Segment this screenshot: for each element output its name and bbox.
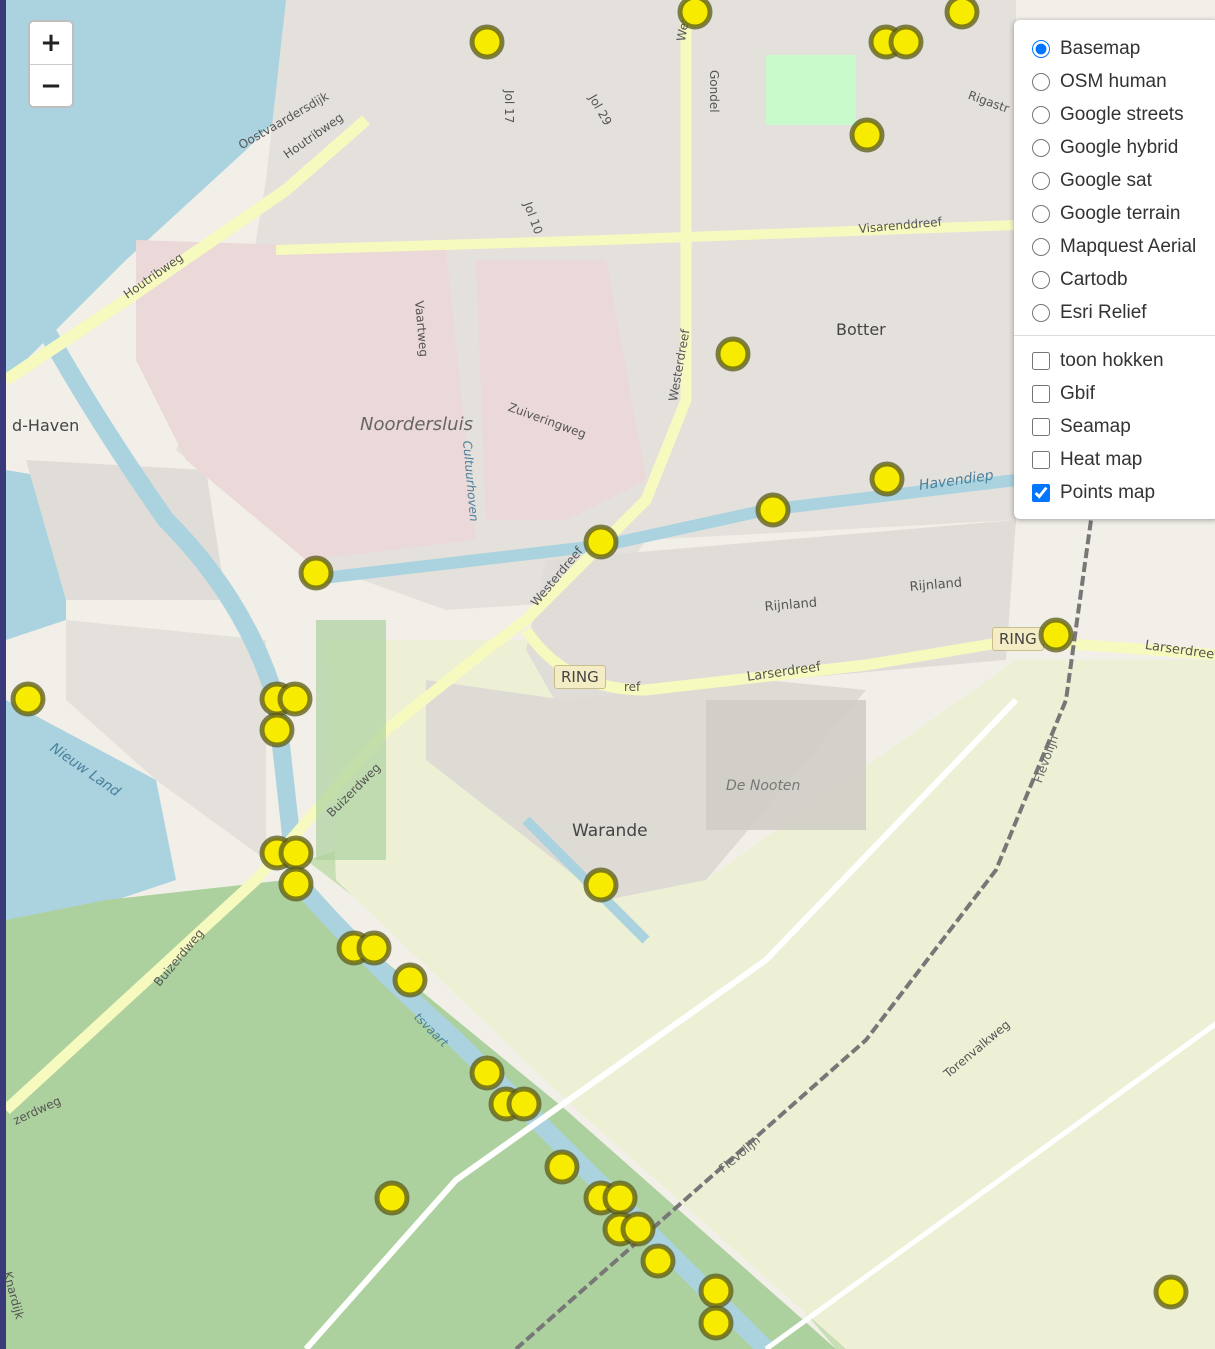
observation-point-marker[interactable] [506, 1086, 542, 1122]
ring-road-badge: RING [554, 665, 606, 689]
base-layer-radio[interactable] [1032, 39, 1050, 58]
base-layer-label: Cartodb [1060, 268, 1128, 290]
base-layer-radio[interactable] [1032, 237, 1050, 256]
observation-point-marker[interactable] [677, 0, 713, 30]
observation-point-marker[interactable] [755, 492, 791, 528]
base-layer-radio[interactable] [1032, 105, 1050, 124]
observation-point-marker[interactable] [715, 336, 751, 372]
map-label-de-nooten: De Nooten [726, 778, 801, 794]
map-label-noordersluis: Noordersluis [360, 414, 473, 435]
zoom-control: + − [28, 20, 74, 108]
observation-point-marker[interactable] [944, 0, 980, 30]
base-layer-radio[interactable] [1032, 138, 1050, 157]
observation-point-marker[interactable] [374, 1180, 410, 1216]
zoom-in-button[interactable]: + [30, 22, 72, 64]
base-layer-option[interactable]: Google terrain [1030, 197, 1215, 230]
base-layer-label: Esri Relief [1060, 301, 1147, 323]
base-layer-label: Google sat [1060, 169, 1152, 191]
base-layer-option[interactable]: OSM human [1030, 65, 1215, 98]
base-layer-option[interactable]: Esri Relief [1030, 296, 1215, 329]
base-layer-radio[interactable] [1032, 72, 1050, 91]
base-layer-radio[interactable] [1032, 303, 1050, 322]
base-layer-option[interactable]: Mapquest Aerial [1030, 230, 1215, 263]
base-layer-option[interactable]: Google sat [1030, 164, 1215, 197]
observation-point-marker[interactable] [698, 1305, 734, 1341]
observation-point-marker[interactable] [356, 930, 392, 966]
base-layer-radio[interactable] [1032, 204, 1050, 223]
overlay-label: toon hokken [1060, 349, 1164, 371]
observation-point-marker[interactable] [640, 1243, 676, 1279]
overlay-checkbox[interactable] [1032, 450, 1050, 469]
observation-point-marker[interactable] [392, 962, 428, 998]
base-layer-option[interactable]: Cartodb [1030, 263, 1215, 296]
observation-point-marker[interactable] [583, 524, 619, 560]
observation-point-marker[interactable] [277, 681, 313, 717]
overlay-option[interactable]: Gbif [1030, 377, 1215, 410]
observation-point-marker[interactable] [849, 117, 885, 153]
observation-point-marker[interactable] [888, 24, 924, 60]
observation-point-marker[interactable] [10, 681, 46, 717]
overlay-label: Points map [1060, 481, 1156, 503]
observation-point-marker[interactable] [278, 835, 314, 871]
overlay-checkbox[interactable] [1032, 417, 1050, 436]
observation-point-marker[interactable] [278, 866, 314, 902]
base-layer-label: Google hybrid [1060, 136, 1179, 158]
observation-point-marker[interactable] [1038, 617, 1074, 653]
map-label-botter: Botter [836, 320, 886, 339]
points-layer [10, 0, 1189, 1341]
overlay-label: Gbif [1060, 382, 1095, 404]
overlay-option[interactable]: Heat map [1030, 443, 1215, 476]
base-layer-option[interactable]: Google streets [1030, 98, 1215, 131]
overlay-label: Heat map [1060, 448, 1143, 470]
observation-point-marker[interactable] [469, 1055, 505, 1091]
observation-point-marker[interactable] [259, 712, 295, 748]
observation-point-marker[interactable] [869, 461, 905, 497]
base-layer-label: OSM human [1060, 70, 1167, 92]
ring-road-badge: RING [992, 627, 1044, 651]
layer-separator [1014, 335, 1215, 336]
base-layer-option[interactable]: Google hybrid [1030, 131, 1215, 164]
overlay-checkbox[interactable] [1032, 483, 1050, 502]
map-label-haven: d-Haven [12, 416, 80, 435]
zoom-out-button[interactable]: − [30, 64, 72, 106]
observation-point-marker[interactable] [620, 1211, 656, 1247]
map-label-warande: Warande [572, 821, 648, 841]
base-layer-label: Mapquest Aerial [1060, 235, 1197, 257]
overlay-label: Seamap [1060, 415, 1131, 437]
observation-point-marker[interactable] [469, 24, 505, 60]
base-layer-radio[interactable] [1032, 171, 1050, 190]
observation-point-marker[interactable] [544, 1149, 580, 1185]
overlay-option[interactable]: toon hokken [1030, 344, 1215, 377]
map-label-ref: ref [624, 680, 641, 694]
observation-point-marker[interactable] [1153, 1274, 1189, 1310]
overlay-option[interactable]: Points map [1030, 476, 1215, 509]
base-layer-label: Basemap [1060, 37, 1141, 59]
overlay-checkbox[interactable] [1032, 351, 1050, 370]
base-layer-label: Google terrain [1060, 202, 1181, 224]
observation-point-marker[interactable] [298, 555, 334, 591]
observation-point-marker[interactable] [698, 1273, 734, 1309]
observation-point-marker[interactable] [602, 1180, 638, 1216]
overlay-checkbox[interactable] [1032, 384, 1050, 403]
base-layer-option[interactable]: Basemap [1030, 32, 1215, 65]
observation-point-marker[interactable] [583, 867, 619, 903]
base-layer-label: Google streets [1060, 103, 1184, 125]
overlay-option[interactable]: Seamap [1030, 410, 1215, 443]
base-layer-radio[interactable] [1032, 270, 1050, 289]
